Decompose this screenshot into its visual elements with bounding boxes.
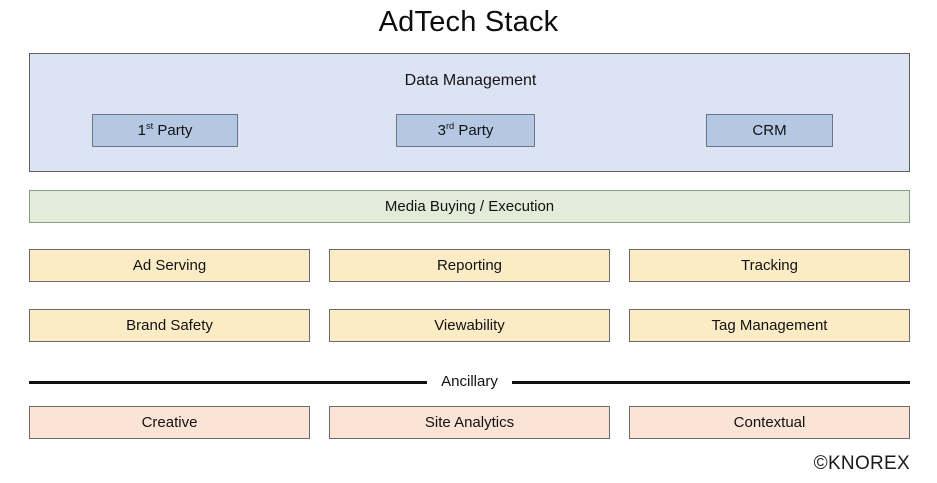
box-crm[interactable]: CRM (706, 114, 833, 147)
box-site-analytics-label: Site Analytics (424, 414, 515, 431)
box-contextual-label: Contextual (733, 414, 806, 431)
ancillary-divider-label: Ancillary (441, 372, 498, 390)
box-contextual[interactable]: Contextual (629, 406, 910, 439)
ancillary-divider: Ancillary (29, 371, 910, 393)
box-tag-management[interactable]: Tag Management (629, 309, 910, 342)
box-tracking[interactable]: Tracking (629, 249, 910, 282)
box-tracking-label: Tracking (741, 257, 798, 274)
box-creative[interactable]: Creative (29, 406, 310, 439)
box-ad-serving[interactable]: Ad Serving (29, 249, 310, 282)
page-title: AdTech Stack (378, 6, 559, 38)
box-brand-safety[interactable]: Brand Safety (29, 309, 310, 342)
box-ad-serving-label: Ad Serving (132, 257, 207, 274)
box-creative-label: Creative (141, 414, 198, 431)
ordinal-suffix-st: st (145, 121, 154, 131)
box-reporting[interactable]: Reporting (329, 249, 610, 282)
box-viewability[interactable]: Viewability (329, 309, 610, 342)
group-data-management-label: Data Management (404, 72, 537, 89)
box-tag-management-label: Tag Management (711, 317, 828, 334)
box-reporting-label: Reporting (436, 257, 503, 274)
ordinal-suffix-rd: rd (445, 121, 455, 131)
box-crm-label: CRM (752, 122, 787, 139)
box-brand-safety-label: Brand Safety (126, 317, 213, 334)
box-first-party[interactable]: 1st Party (92, 114, 238, 147)
box-viewability-label: Viewability (434, 317, 505, 334)
box-third-party-label: 3rd Party (437, 121, 494, 139)
box-media-buying-execution-label: Media Buying / Execution (384, 198, 555, 215)
divider-rule-right (511, 380, 910, 384)
group-data-management: Data Management (29, 53, 910, 172)
box-first-party-label: 1st Party (137, 121, 193, 139)
box-site-analytics[interactable]: Site Analytics (329, 406, 610, 439)
copyright-notice: ©KNOREX (813, 453, 910, 474)
box-third-party[interactable]: 3rd Party (396, 114, 535, 147)
box-media-buying-execution[interactable]: Media Buying / Execution (29, 190, 910, 223)
divider-rule-left (29, 380, 428, 384)
